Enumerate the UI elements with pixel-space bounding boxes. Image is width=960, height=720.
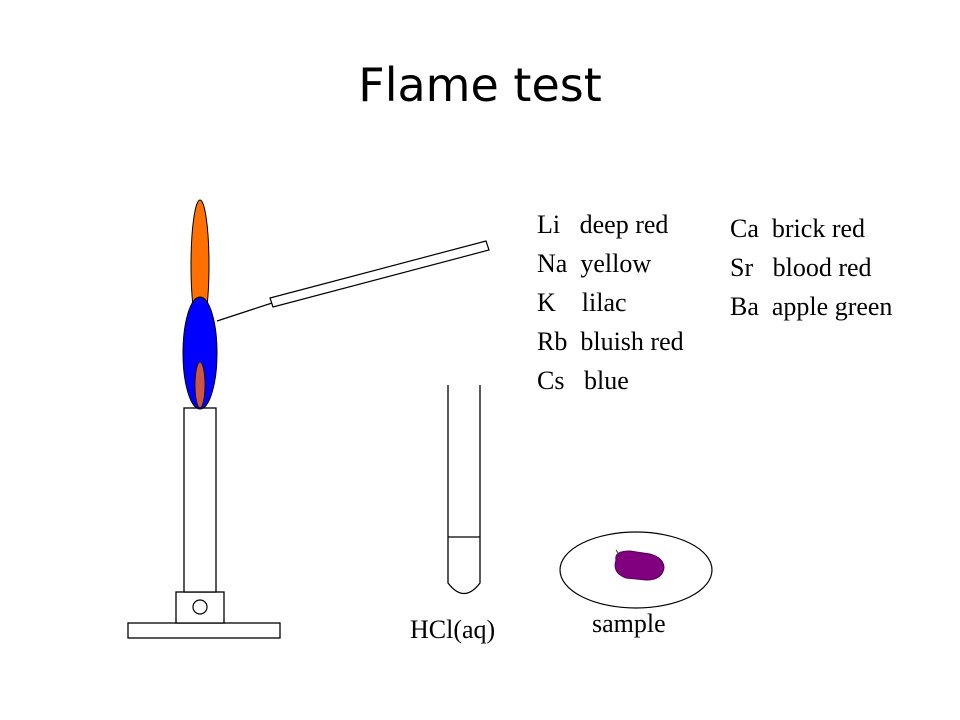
group2-row-ba: Ba apple green [730, 294, 892, 320]
element-symbol: Cs [537, 366, 565, 395]
element-symbol: Ca [730, 214, 759, 243]
group1-row-li: Li deep red [537, 212, 668, 238]
flame [182, 199, 218, 410]
inner-flame [182, 296, 218, 410]
element-symbol: Sr [730, 253, 754, 282]
burner-base [127, 622, 281, 639]
flame-colour: lilac [581, 288, 627, 317]
element-symbol: Na [537, 249, 568, 278]
flame-colour: bluish red [580, 327, 684, 356]
test-wire [216, 302, 273, 322]
bunsen-burner [127, 407, 281, 639]
flame-colour: brick red [771, 214, 866, 243]
group1-row-na: Na yellow [537, 251, 651, 277]
group2-row-sr: Sr blood red [730, 255, 872, 281]
element-symbol: K [537, 288, 556, 317]
wire-holder [269, 240, 490, 308]
test-tube [447, 385, 481, 595]
group1-row-rb: Rb bluish red [537, 329, 684, 355]
watch-glass [559, 531, 713, 609]
page-title: Flame test [358, 58, 602, 112]
element-symbol: Ba [730, 292, 759, 321]
flame-test-loop [216, 240, 490, 322]
sample-label: sample [592, 609, 666, 638]
flame-core [194, 361, 206, 409]
element-symbol: Rb [537, 327, 568, 356]
flame-colour: blood red [772, 253, 872, 282]
group2-row-ca: Ca brick red [730, 216, 865, 242]
group1-row-k: K lilac [537, 290, 627, 316]
element-symbol: Li [537, 210, 561, 239]
group1-row-cs: Cs blue [537, 368, 629, 394]
test-tube-outline [447, 385, 481, 595]
flame-colour: yellow [580, 249, 652, 278]
air-hole [192, 599, 208, 615]
sample-solid [614, 550, 665, 581]
acid-label: HCl(aq) [410, 615, 496, 644]
flame-colour: apple green [771, 292, 893, 321]
flame-colour: deep red [579, 210, 669, 239]
sample-fleck [615, 549, 621, 557]
burner-barrel [183, 407, 217, 593]
flame-colour: blue [583, 366, 629, 395]
